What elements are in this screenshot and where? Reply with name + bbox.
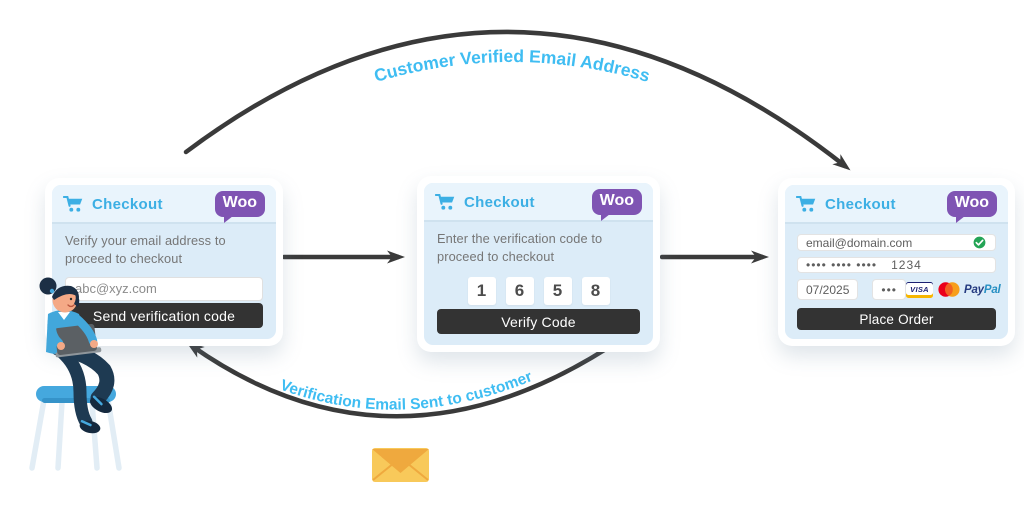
checkout-card-step1: Checkout Woo Verify your email address t…: [45, 178, 283, 346]
shoe: [79, 419, 101, 434]
cart-icon: [796, 195, 817, 213]
card-number-masked: •••• •••• ••••: [806, 258, 878, 273]
card2-description: Enter the verification code to proceed t…: [437, 231, 603, 264]
woo-logo: Woo: [591, 189, 642, 222]
send-verification-code-button[interactable]: Send verification code: [65, 303, 263, 328]
email-input[interactable]: abc@xyz.com: [65, 276, 263, 301]
card1-description: Verify your email address to proceed to …: [65, 233, 226, 266]
visa-icon: VISA: [906, 281, 933, 298]
code-digit-4[interactable]: 8: [581, 276, 610, 305]
verified-check-icon: [972, 235, 987, 250]
code-digit-2[interactable]: 6: [505, 276, 534, 305]
woo-logo: Woo: [214, 191, 265, 224]
woo-logo: Woo: [946, 191, 997, 224]
bottom-arrow-label: Verification Email Sent to customer: [278, 368, 535, 414]
envelope-icon: [372, 448, 429, 482]
card-number-last4: 1234: [891, 258, 922, 273]
checkout-card-step2: Checkout Woo Enter the verification code…: [417, 176, 660, 352]
card3-header: Checkout Woo: [785, 185, 1008, 225]
card2-header: Checkout Woo: [424, 183, 653, 223]
cvv-field[interactable]: •••: [872, 279, 906, 301]
cart-icon: [63, 195, 84, 213]
code-digit-1[interactable]: 1: [467, 276, 496, 305]
checkout-card-step3: Checkout Woo email@domain.com •••• •••• …: [778, 178, 1015, 346]
top-arrow-label: Customer Verified Email Address: [372, 46, 653, 86]
bottom-curved-arrow: [186, 341, 609, 419]
place-order-button[interactable]: Place Order: [797, 308, 996, 331]
paypal-icon: Pay Pal: [964, 283, 1001, 296]
card1-title: Checkout: [92, 195, 163, 213]
payment-details-row: 07/2025 ••• VISA Pay: [797, 279, 1001, 301]
verified-email-field[interactable]: email@domain.com: [797, 234, 996, 252]
top-curved-arrow: [183, 29, 851, 171]
verified-email-value: email@domain.com: [806, 235, 913, 250]
card1-header: Checkout Woo: [52, 185, 276, 225]
card2-title: Checkout: [464, 193, 535, 211]
verify-code-button[interactable]: Verify Code: [437, 309, 640, 334]
stool: [29, 386, 122, 471]
mastercard-icon: [936, 281, 961, 298]
shoe: [89, 395, 113, 414]
expiry-field[interactable]: 07/2025: [797, 279, 859, 301]
cart-icon: [435, 193, 456, 211]
card3-title: Checkout: [825, 195, 896, 213]
code-digit-3[interactable]: 5: [543, 276, 572, 305]
verification-code-boxes: 1 6 5 8: [437, 276, 640, 305]
payment-method-icons: VISA Pay Pal: [906, 281, 1001, 298]
card-number-field[interactable]: •••• •••• •••• 1234: [797, 257, 996, 274]
